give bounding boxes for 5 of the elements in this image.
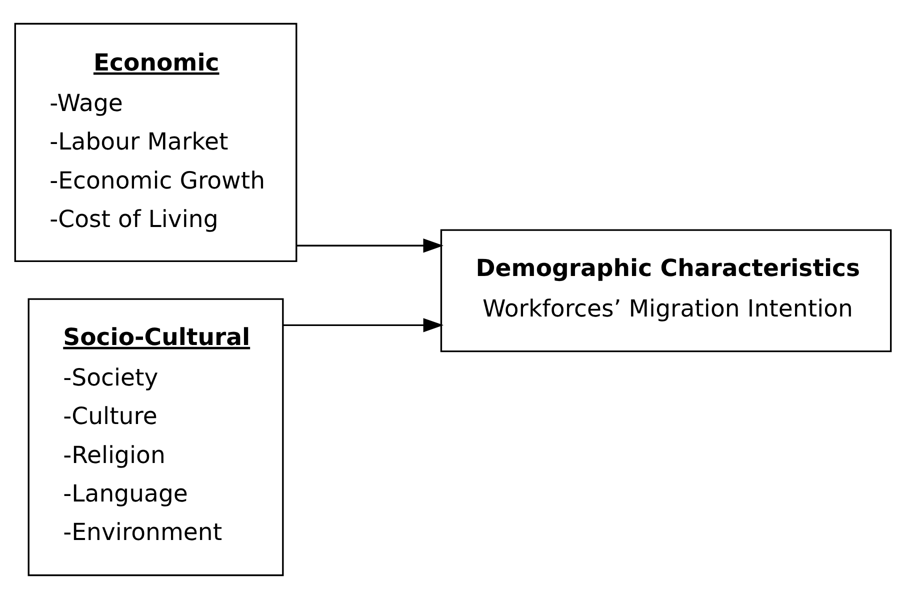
- arrow: [283, 318, 444, 332]
- node-box: Economic -Wage -Labour Market -Economic Growth -Cost of Living: [14, 22, 298, 262]
- arrow: [296, 238, 444, 253]
- node-box: Demographic Characteristics Workforces’ Migration Intention: [440, 229, 892, 352]
- node-box: Socio-Cultural -Society -Culture -Religion -Language -Environment: [28, 298, 284, 576]
